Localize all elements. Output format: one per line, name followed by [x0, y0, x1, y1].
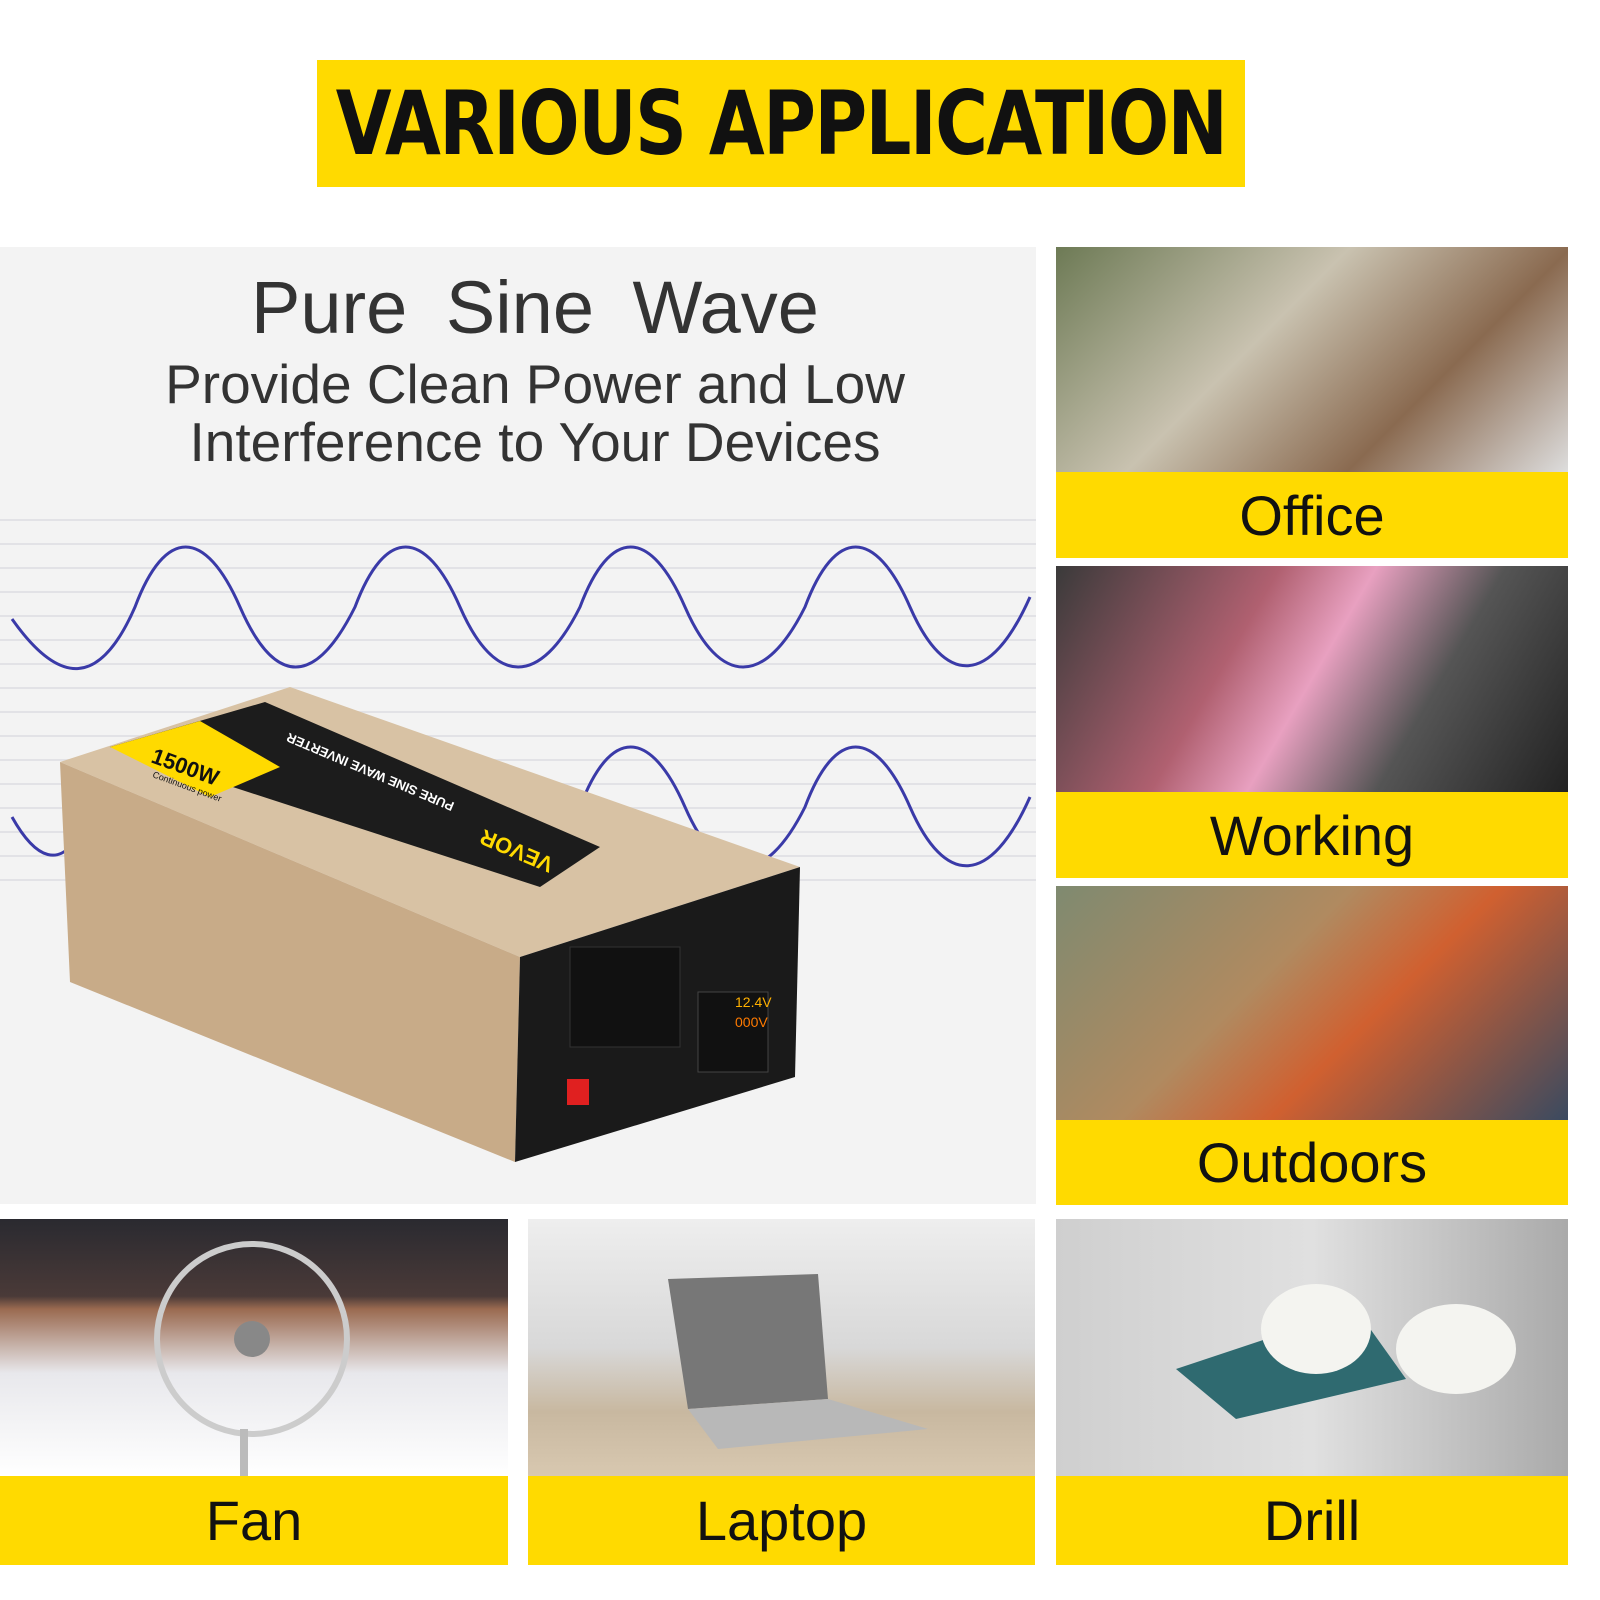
title-banner: VARIOUS APPLICATION	[317, 60, 1245, 187]
subheading-line-1: Provide Clean Power and Low	[165, 353, 905, 415]
subheading-line-2: Interference to Your Devices	[189, 411, 881, 473]
inverter-product-image: 1500W Continuous power VEVOR PURE SINE W…	[60, 687, 800, 1162]
drill-photo	[1056, 1219, 1568, 1476]
working-label: Working	[1056, 792, 1568, 878]
laptop-label: Laptop	[528, 1476, 1035, 1565]
hero-heading: Pure Sine Wave	[251, 266, 819, 349]
application-tile-drill: Drill	[1056, 1219, 1568, 1565]
outdoors-label: Outdoors	[1056, 1120, 1568, 1205]
sine-wave-graphic: 1500W Continuous power VEVOR PURE SINE W…	[10, 545, 1032, 1162]
application-tile-working: Working	[1056, 566, 1568, 878]
power-switch	[567, 1079, 589, 1105]
ac-outlet	[569, 946, 681, 1048]
application-tile-outdoors: Outdoors	[1056, 886, 1568, 1205]
hero-panel: Pure Sine Wave Provide Clean Power and L…	[0, 247, 1036, 1204]
fan-label: Fan	[0, 1476, 508, 1565]
hero-subheading: Provide Clean Power and Low Interference…	[60, 355, 1010, 471]
office-label: Office	[1056, 472, 1568, 558]
application-tile-office: Office	[1056, 247, 1568, 558]
display-out-lettering: 000V	[735, 1014, 768, 1030]
outdoors-photo	[1056, 886, 1568, 1120]
lcd-display	[697, 991, 769, 1073]
application-tile-laptop: Laptop	[528, 1219, 1035, 1565]
display-in-lettering: 12.4V	[735, 994, 772, 1010]
page-title: VARIOUS APPLICATION	[335, 72, 1228, 175]
sine-wave-upper	[10, 545, 1032, 671]
working-photo	[1056, 566, 1568, 792]
fan-photo	[0, 1219, 508, 1476]
drill-label: Drill	[1056, 1476, 1568, 1565]
laptop-photo	[528, 1219, 1035, 1476]
office-photo	[1056, 247, 1568, 472]
application-tile-fan: Fan	[0, 1219, 508, 1565]
